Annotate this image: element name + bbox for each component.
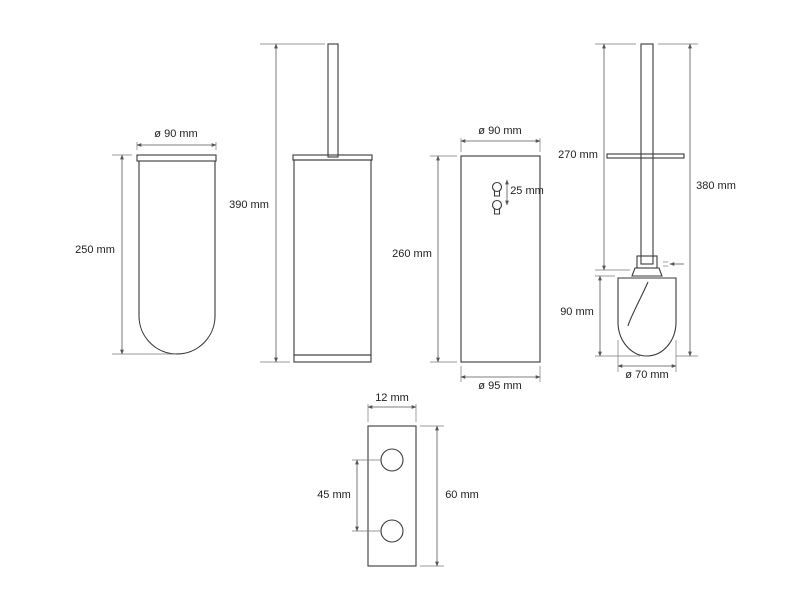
- glass-height-label: 250 mm: [75, 244, 115, 256]
- brush-view: 270 mm 380 mm 90 mm ø 70 mm: [558, 43, 736, 381]
- assembly-handle: [327, 43, 339, 158]
- mounting-hole-icon: [380, 519, 404, 543]
- brush-ferrule: [631, 267, 663, 277]
- brush-head-width-label: ø 70 mm: [625, 369, 668, 381]
- holder-top-width-label: ø 90 mm: [478, 125, 521, 137]
- bracket-width-label: 12 mm: [375, 392, 409, 404]
- bracket-height-label: 60 mm: [445, 489, 479, 501]
- brush-total-label: 380 mm: [696, 180, 736, 192]
- assembly-base-band: [293, 354, 372, 363]
- assembly-height-label: 390 mm: [229, 199, 269, 211]
- mounting-hole-icon: [380, 448, 404, 472]
- brush-handle-label: 270 mm: [558, 149, 598, 161]
- bracket-hole-spacing-label: 45 mm: [317, 489, 351, 501]
- brush-collar: [636, 255, 658, 269]
- holder-view: 25 mm ø 90 mm 260 mm ø 95 mm: [392, 125, 544, 392]
- keyhole-icon: [491, 199, 503, 215]
- assembly-view: 390 mm: [229, 43, 373, 363]
- brush-head-inner: [627, 281, 649, 327]
- holder-hole-spacing-label: 25 mm: [510, 185, 544, 197]
- glass-rim: [136, 154, 217, 162]
- glass-width-label: ø 90 mm: [154, 128, 197, 140]
- brush-head-height-label: 90 mm: [560, 306, 594, 318]
- holder-bottom-width-label: ø 95 mm: [478, 380, 521, 392]
- bracket-plate: [367, 425, 417, 567]
- brush-plate: [606, 153, 685, 159]
- holder-body: [460, 155, 541, 363]
- brush-head: [617, 277, 677, 357]
- glass-body: [138, 161, 216, 355]
- glass-view: ø 90 mm 250 mm: [75, 128, 217, 355]
- keyhole-icon: [491, 181, 503, 197]
- holder-height-label: 260 mm: [392, 248, 432, 260]
- bracket-view: 12 mm 45 mm 60 mm: [317, 392, 479, 567]
- assembly-body: [293, 159, 372, 356]
